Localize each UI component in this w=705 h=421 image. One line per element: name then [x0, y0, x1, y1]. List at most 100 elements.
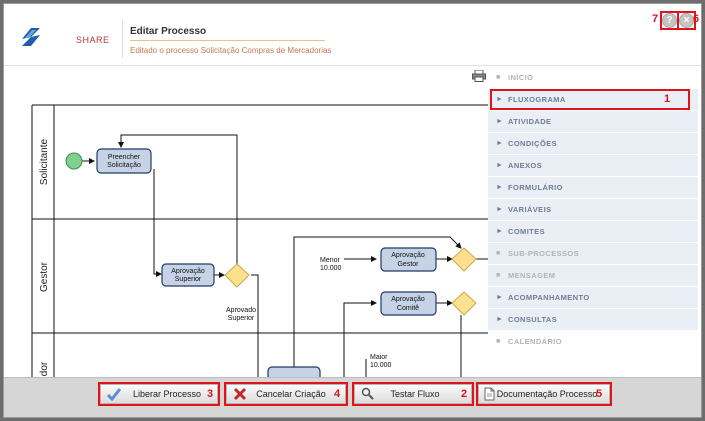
side-menu: ■ INÍCIO ► FLUXOGRAMA ► ATIVIDADE ► CONDIÇÕE… — [488, 67, 698, 367]
menu-item-label: CONSULTAS — [508, 315, 558, 324]
arrow-bullet-icon: ► — [496, 162, 504, 169]
callout-5: 5 — [596, 388, 603, 400]
printer-icon[interactable] — [472, 70, 486, 82]
header-divider — [122, 20, 123, 58]
fluxograma-highlight — [490, 89, 690, 110]
cancelar-criacao-button[interactable]: Cancelar Criação — [226, 384, 346, 404]
square-bullet-icon: ■ — [496, 250, 501, 257]
close-icon[interactable]: × — [679, 13, 694, 28]
arrow-bullet-icon: ► — [496, 316, 504, 323]
menu-item-acompanhamento[interactable]: ► ACOMPANHAMENTO — [488, 287, 698, 309]
square-bullet-icon: ■ — [496, 338, 501, 345]
header: SHARE Editar Processo Editado o processo… — [4, 4, 701, 66]
task-aprovacao-gestor[interactable]: Aprovação Gestor — [380, 247, 437, 272]
menu-item-inicio: ■ INÍCIO — [488, 67, 698, 89]
cancelar-highlight — [224, 382, 348, 406]
lane-label-gestor: Gestor — [39, 261, 50, 292]
gateway-comite[interactable] — [451, 291, 477, 316]
title-underline — [130, 40, 325, 41]
arrow-bullet-icon: ► — [496, 228, 504, 235]
task-preencher-solicitacao[interactable]: Preencher Solicitação — [96, 148, 152, 174]
flow-connectors — [82, 134, 488, 377]
edge-label-maior: Maior — [370, 354, 388, 361]
button-label: Testar Fluxo — [390, 389, 440, 399]
callout-3: 3 — [207, 388, 214, 400]
task-label: Aprovação — [171, 268, 205, 275]
menu-item-label: MENSAGEM — [508, 271, 556, 280]
menu-item-calendario: ■ CALENDÁRIO — [488, 331, 698, 353]
menu-item-label: COMITES — [508, 227, 545, 236]
task-label: Comitê — [397, 305, 419, 312]
help-icon[interactable]: ? — [662, 13, 677, 28]
callout-6: 6 — [693, 13, 700, 25]
checkmark-icon — [107, 388, 121, 401]
menu-item-label: ACOMPANHAMENTO — [508, 293, 590, 302]
page-subtitle: Editado o processo Solicitação Compras d… — [130, 46, 332, 55]
menu-item-comites[interactable]: ► COMITES — [488, 221, 698, 243]
menu-item-consultas[interactable]: ► CONSULTAS — [488, 309, 698, 331]
menu-item-label: INÍCIO — [508, 73, 534, 82]
arrow-bullet-icon: ► — [496, 206, 504, 213]
close-highlight — [677, 11, 696, 30]
button-label: Cancelar Criação — [256, 389, 326, 399]
square-bullet-icon: ■ — [496, 74, 501, 81]
arrow-bullet-icon: ► — [496, 294, 504, 301]
arrow-bullet-icon: ► — [496, 184, 504, 191]
task-label: Superior — [175, 276, 202, 283]
arrow-bullet-icon: ► — [496, 96, 504, 103]
documentacao-highlight — [476, 382, 612, 406]
magnifier-icon — [361, 387, 374, 400]
menu-item-mensagem: ■ MENSAGEM — [488, 265, 698, 287]
gateway-gestor[interactable] — [451, 247, 477, 272]
gateway-superior[interactable] — [224, 263, 250, 288]
share-logo-icon — [22, 28, 40, 46]
footer-toolbar: Liberar Processo 3 Cancelar Criação 4 Te… — [4, 377, 701, 417]
task-partial-bottom[interactable] — [267, 366, 321, 377]
menu-item-label: FLUXOGRAMA — [508, 95, 566, 104]
start-event[interactable] — [65, 152, 83, 170]
arrow-bullet-icon: ► — [496, 118, 504, 125]
task-aprovacao-comite[interactable]: Aprovação Comitê — [380, 291, 437, 316]
flowchart-canvas[interactable]: Solicitante Gestor dor Preencher Solicit… — [4, 67, 701, 377]
task-label: Solicitação — [107, 162, 141, 169]
testar-highlight — [352, 382, 474, 406]
cancel-x-icon — [233, 387, 247, 401]
brand-name: SHARE — [76, 35, 110, 45]
menu-item-anexos[interactable]: ►ANEXOS — [488, 155, 698, 177]
menu-item-atividade[interactable]: ► ATIVIDADE — [488, 111, 698, 133]
liberar-highlight — [98, 382, 220, 406]
process-editor-window: SHARE Editar Processo Editado o processo… — [3, 3, 702, 418]
arrow-bullet-icon: ► — [496, 140, 504, 147]
page-title: Editar Processo — [130, 26, 207, 37]
menu-item-label: FORMULÁRIO — [508, 183, 563, 192]
task-label: Preencher — [108, 154, 141, 161]
callout-4: 4 — [334, 388, 341, 400]
button-label: Documentação Processo — [496, 389, 598, 399]
edge-label-aprovado: Superior — [228, 315, 255, 322]
menu-item-label: CALENDÁRIO — [508, 337, 562, 346]
menu-item-condicoes[interactable]: ► CONDIÇÕES — [488, 133, 698, 155]
menu-item-variaveis[interactable]: ► VARIÁVEIS — [488, 199, 698, 221]
menu-item-formulario[interactable]: ► FORMULÁRIO — [488, 177, 698, 199]
swimlane-pool — [31, 104, 488, 377]
menu-item-label: ATIVIDADE — [508, 117, 552, 126]
edge-label-menor: Menor — [320, 257, 341, 264]
lane-label-solicitante: Solicitante — [39, 138, 50, 185]
lane-label-third: dor — [39, 361, 50, 376]
testar-fluxo-button[interactable]: Testar Fluxo — [354, 384, 472, 404]
edge-label-aprovado: Aprovado — [226, 307, 256, 314]
document-icon — [484, 387, 495, 401]
menu-item-label: CONDIÇÕES — [508, 139, 558, 148]
documentacao-processo-button[interactable]: Documentação Processo — [478, 384, 610, 404]
edge-label-maior: 10.000 — [370, 362, 392, 369]
square-bullet-icon: ■ — [496, 272, 501, 279]
task-label: Aprovação — [391, 252, 425, 259]
edge-label-menor: 10.000 — [320, 265, 342, 272]
callout-2: 2 — [461, 388, 468, 400]
liberar-processo-button[interactable]: Liberar Processo — [100, 384, 218, 404]
menu-item-fluxograma[interactable]: ► FLUXOGRAMA — [488, 89, 698, 111]
menu-item-label: SUB-PROCESSOS — [508, 249, 580, 258]
menu-item-label: VARIÁVEIS — [508, 205, 552, 214]
task-aprovacao-superior[interactable]: Aprovação Superior — [161, 263, 215, 287]
callout-1: 1 — [664, 93, 671, 105]
